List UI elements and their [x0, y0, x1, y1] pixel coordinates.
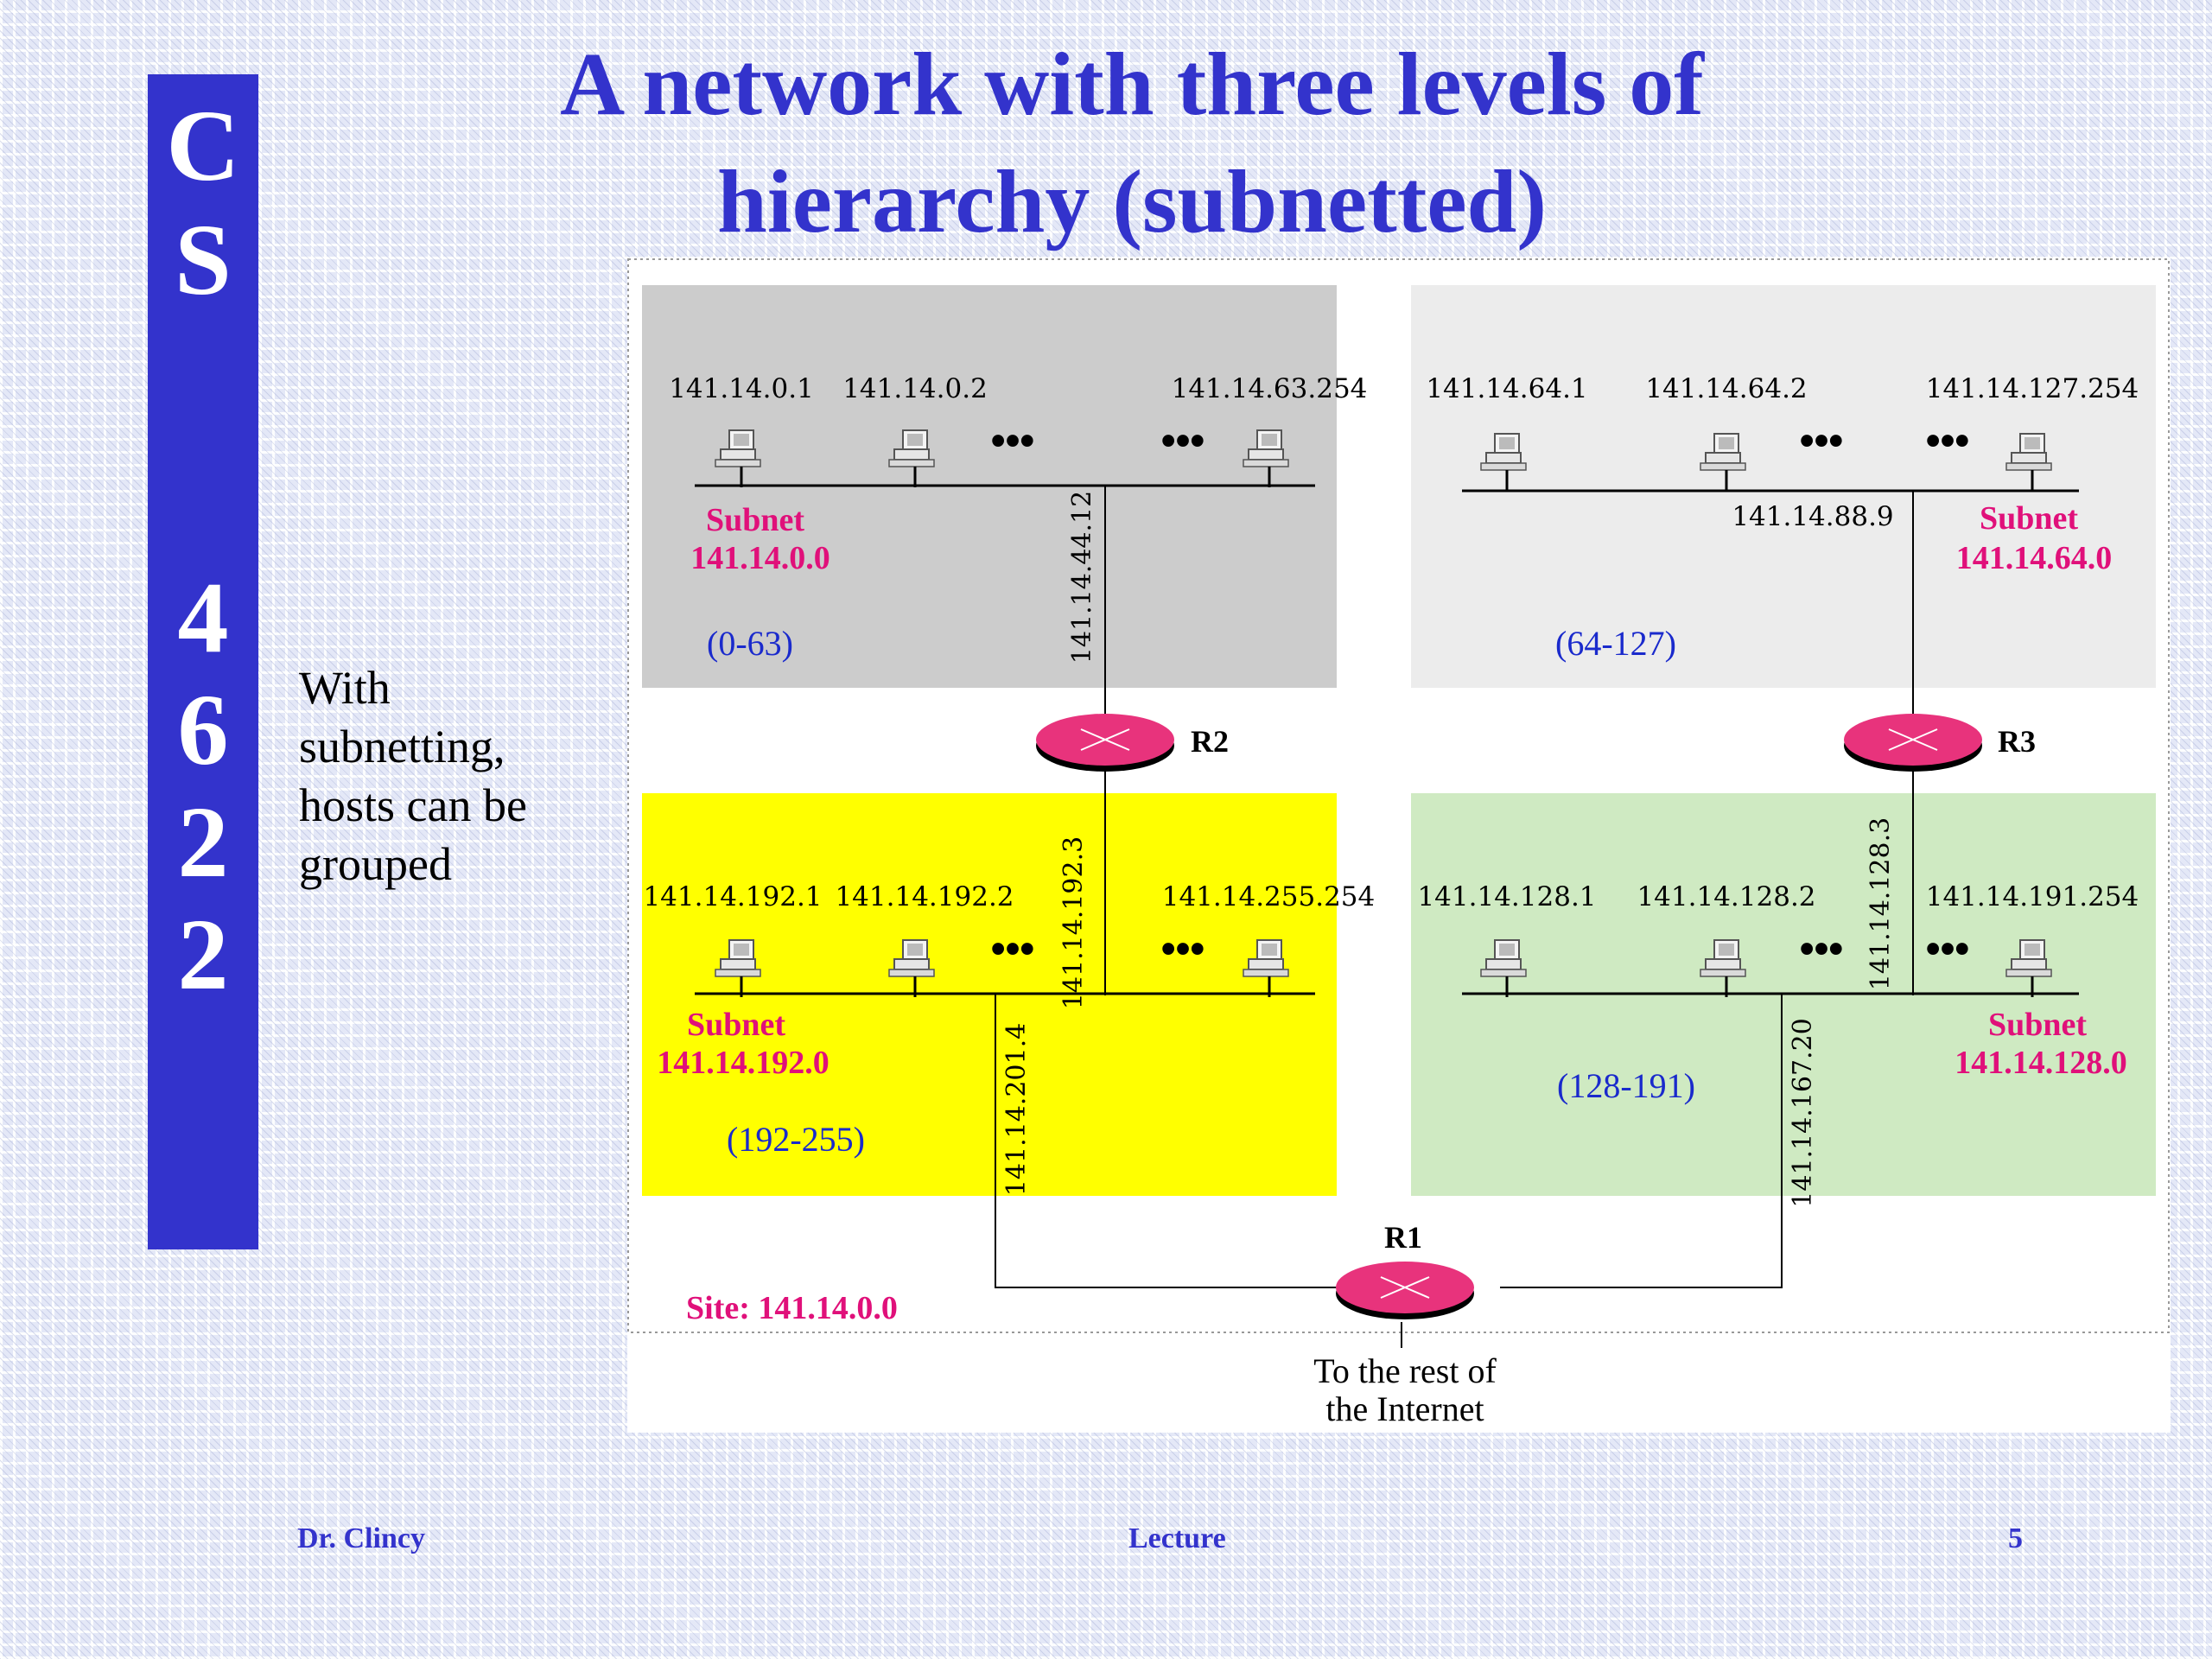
subnet-range: (64-127): [1555, 624, 1676, 663]
subnet-label: Subnet: [1988, 1007, 2087, 1043]
course-digit: 6: [177, 673, 229, 786]
subnet-label: Subnet: [1980, 500, 2078, 537]
host-address: 141.14.64.1: [1426, 373, 1587, 404]
internet-note: the Internet: [1325, 1389, 1484, 1428]
page-number: 5: [2008, 1522, 2023, 1554]
host-address: 141.14.191.254: [1926, 881, 2139, 912]
subnet-address: 141.14.192.0: [657, 1045, 830, 1081]
slide-title-line: hierarchy (subnetted): [716, 152, 1548, 251]
host-address: 141.14.0.1: [669, 373, 814, 404]
site-address: Site: 141.14.0.0: [686, 1290, 898, 1326]
host-address: 141.14.63.254: [1172, 373, 1368, 404]
subnet-range: (128-191): [1557, 1066, 1695, 1105]
side-note: With subnetting, hosts can be grouped: [299, 662, 527, 890]
router-interface-address: 141.14.88.9: [1732, 501, 1893, 532]
host-address: 141.14.127.254: [1926, 373, 2139, 404]
ellipsis: •••: [991, 926, 1034, 972]
router-icon: [1035, 713, 1175, 772]
host-address: 141.14.128.1: [1417, 881, 1596, 912]
subnet-address: 141.14.64.0: [1956, 540, 2113, 576]
host-address: 141.14.128.2: [1637, 881, 1815, 912]
router-interface-address: 141.14.128.3: [1866, 817, 1896, 990]
slide-title-line: A network with three levels of: [560, 35, 1704, 134]
ellipsis: •••: [1926, 418, 1969, 464]
router-label: R3: [1998, 724, 2036, 759]
router-interface-address: 141.14.192.3: [1058, 836, 1089, 1009]
ellipsis: •••: [1800, 926, 1843, 972]
router-interface-address: 141.14.201.4: [1001, 1023, 1032, 1196]
subnet-label: Subnet: [687, 1007, 785, 1043]
router-interface-address: 141.14.167.20: [1788, 1018, 1818, 1207]
ellipsis: •••: [1161, 926, 1205, 972]
subnet-address: 141.14.128.0: [1955, 1045, 2127, 1081]
subnet-range: (192-255): [727, 1120, 865, 1159]
host-address: 141.14.255.254: [1162, 881, 1376, 912]
footer-center: Lecture: [1128, 1522, 1226, 1554]
network-diagram: 141.14.0.1 141.14.0.2 141.14.63.254 ••• …: [627, 257, 2171, 1433]
subnet-address: 141.14.0.0: [690, 540, 830, 576]
host-address: 141.14.64.2: [1645, 373, 1807, 404]
site-boundary: [627, 258, 2170, 1333]
host-address: 141.14.192.2: [835, 881, 1014, 912]
subnet-range: (0-63): [707, 624, 793, 663]
ellipsis: •••: [1800, 418, 1843, 464]
ellipsis: •••: [1926, 926, 1969, 972]
course-letter: S: [175, 203, 232, 316]
subnet-area-64: [1411, 285, 2156, 688]
host-address: 141.14.0.2: [842, 373, 988, 404]
router-interface-address: 141.14.44.12: [1067, 491, 1097, 664]
course-digit: 2: [177, 785, 229, 899]
subnet-label: Subnet: [706, 502, 804, 538]
course-code-bar: C S 4 6 2 2: [148, 74, 258, 1249]
ellipsis: •••: [991, 418, 1034, 464]
ellipsis: •••: [1161, 418, 1205, 464]
router-label: R2: [1191, 724, 1229, 759]
internet-note: To the rest of: [1313, 1351, 1497, 1390]
footer-author: Dr. Clincy: [297, 1522, 425, 1554]
router-icon: [1335, 1261, 1475, 1320]
router-icon: [1843, 713, 1983, 772]
host-address: 141.14.192.1: [643, 881, 822, 912]
course-letter: C: [166, 89, 240, 202]
course-digit: 2: [177, 898, 229, 1011]
slide-title: A network with three levels of hierarchy…: [397, 26, 1866, 261]
course-digit: 4: [177, 561, 229, 674]
router-label: R1: [1384, 1220, 1422, 1255]
